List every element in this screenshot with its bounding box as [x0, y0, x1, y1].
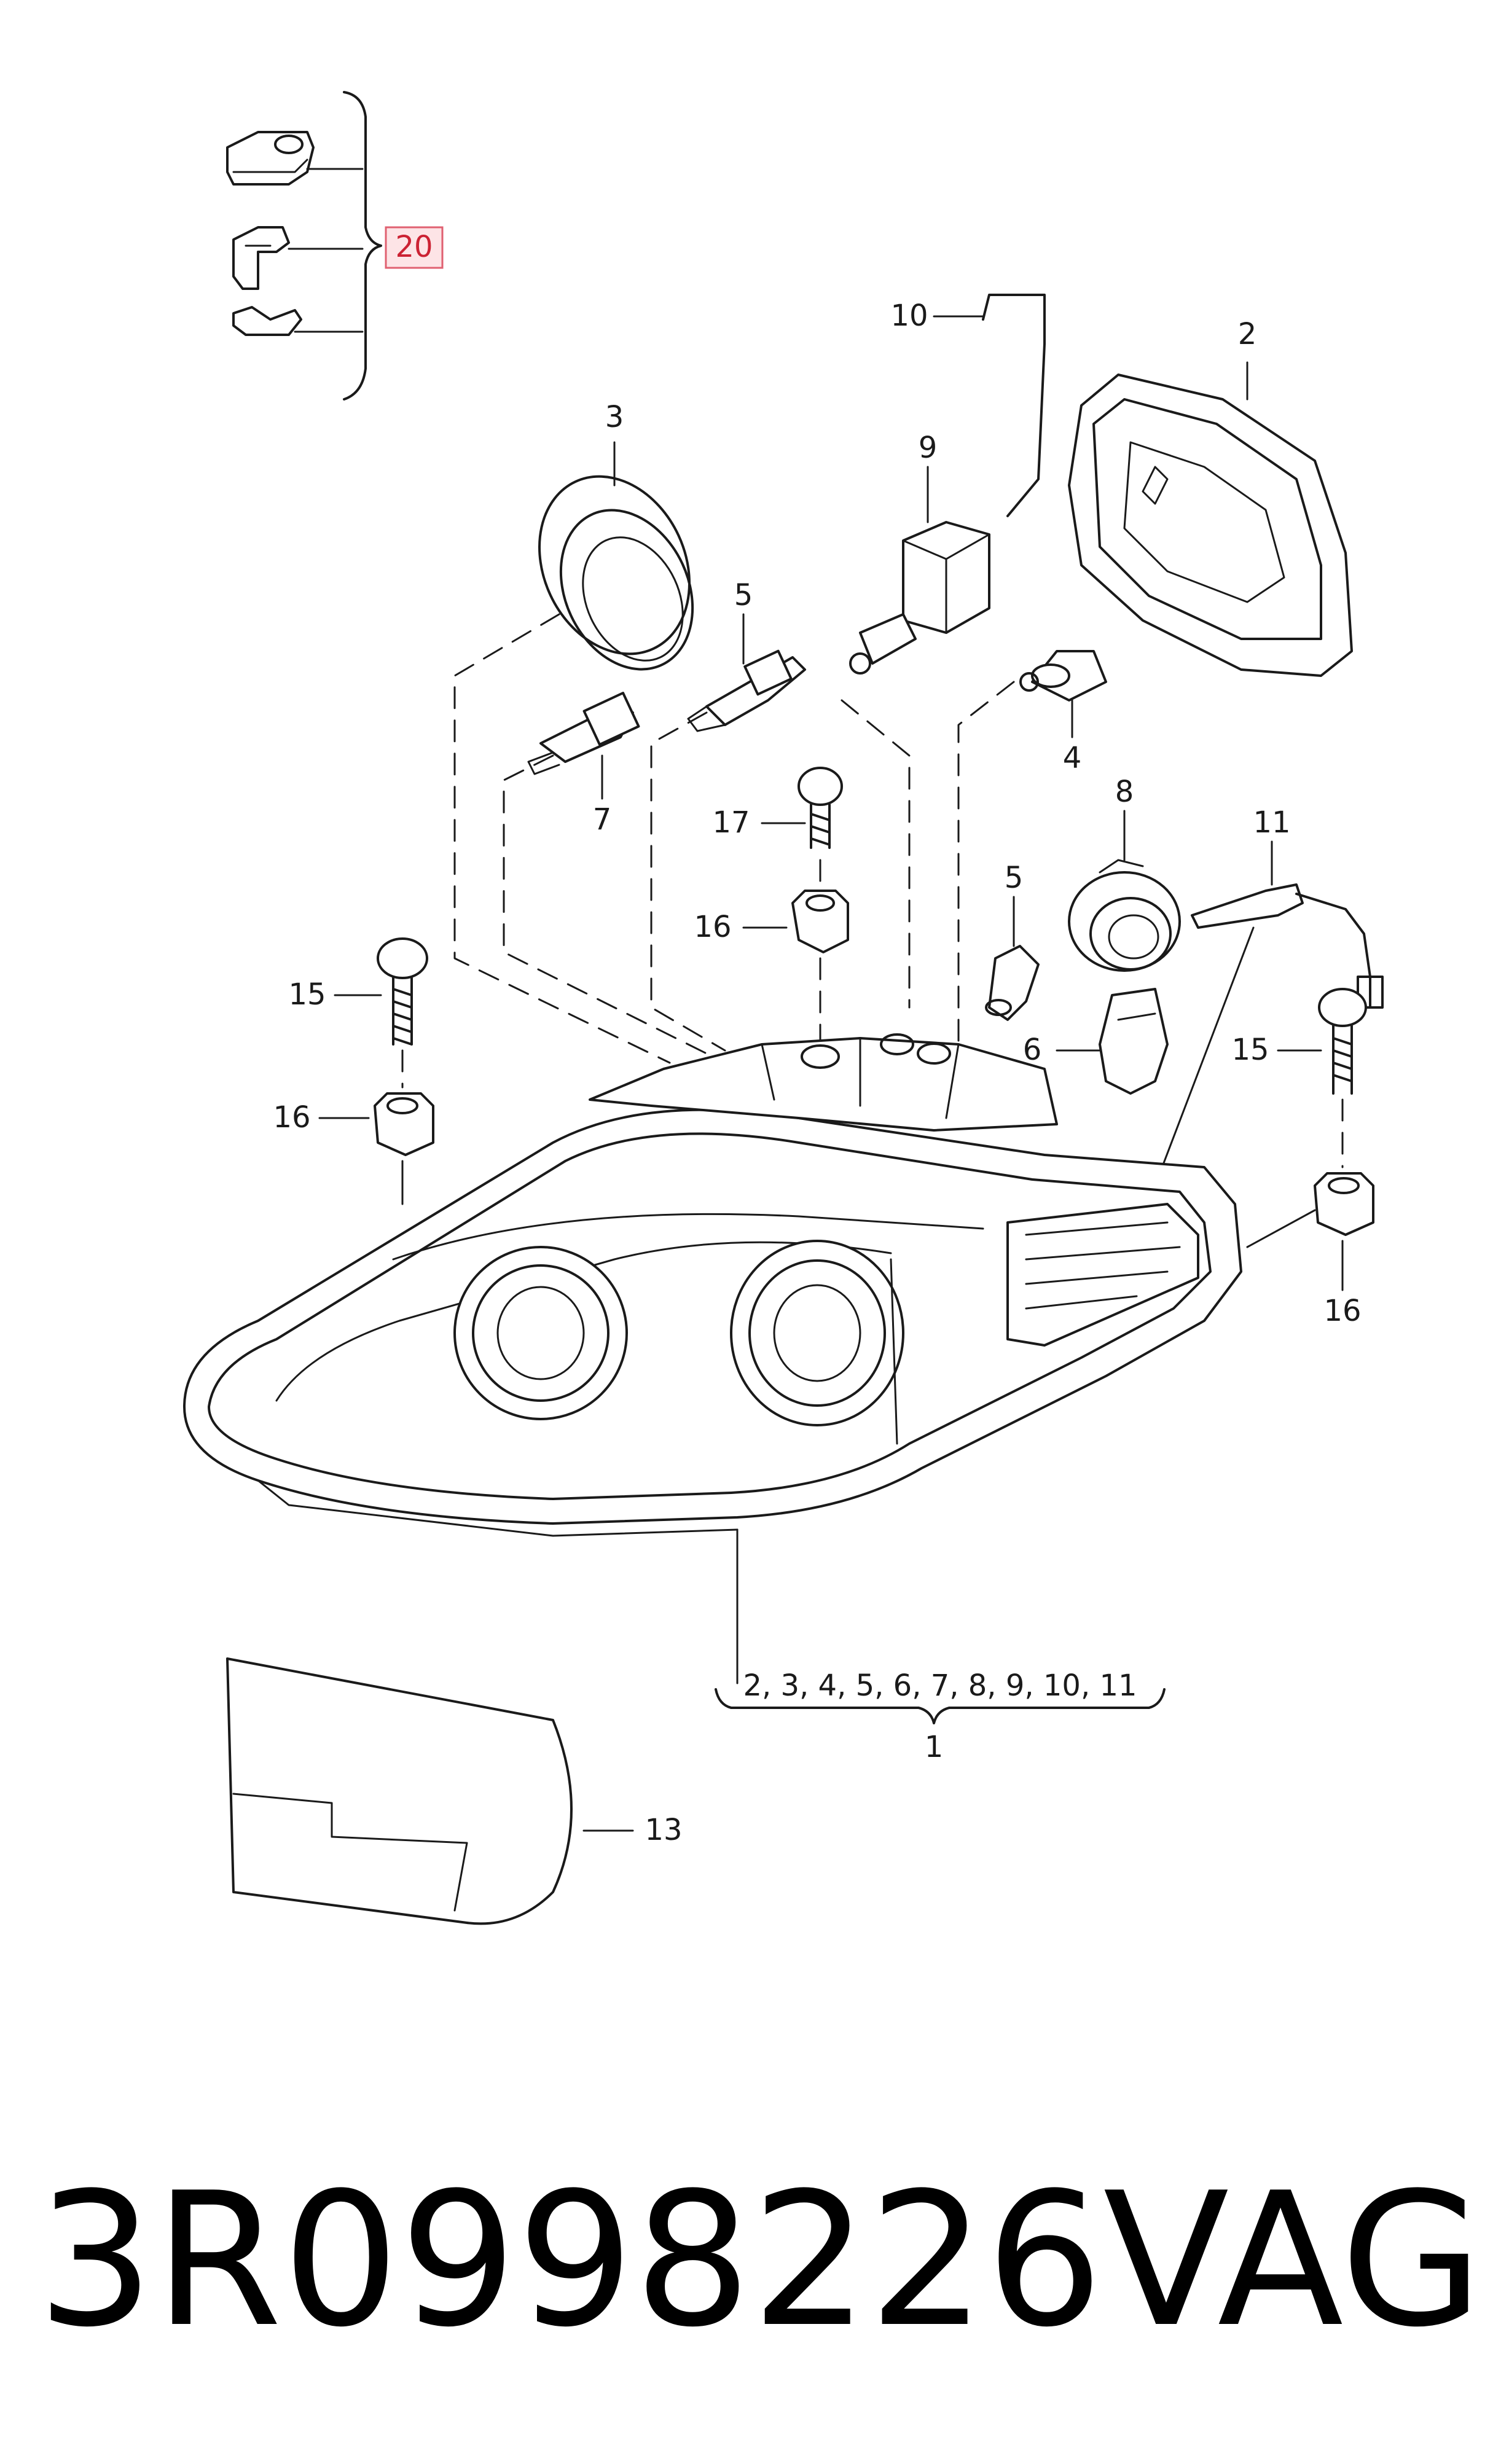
- part-11-strip: 11: [1191, 805, 1384, 1009]
- callout-1: 1: [925, 1730, 944, 1764]
- caption-bar: 3R0998226 VAG: [37, 2150, 1483, 2371]
- callout-16-mid: 16: [694, 910, 731, 944]
- callout-20-highlight: [385, 226, 444, 269]
- group-brace-1: 2, 3, 4, 5, 6, 7, 8, 9, 10, 11 1: [715, 1668, 1166, 1764]
- callout-8: 8: [1115, 775, 1134, 809]
- part-5-bulb-top: 5: [687, 578, 806, 732]
- bracket-part-c: [232, 306, 302, 336]
- part-9-actuator: 9: [849, 431, 990, 675]
- part-6-bulb: 6: [1023, 988, 1169, 1095]
- callout-7: 7: [593, 802, 612, 837]
- assembly-dash-lines: [401, 613, 1344, 1248]
- part-15-screw-left: 15: [288, 937, 428, 1046]
- callout-5-mid: 5: [1005, 861, 1024, 895]
- callout-16-left: 16: [273, 1100, 310, 1135]
- part-8-socket: 8: [1068, 775, 1181, 972]
- part-1-headlight-assembly: [183, 1033, 1242, 1684]
- part-2-housing-cover: 2: [1068, 317, 1353, 677]
- callout-15-left: 15: [288, 977, 326, 1012]
- brand-name: VAG: [1103, 2153, 1483, 2368]
- callout-3: 3: [605, 400, 624, 434]
- part-16-clip-right: 16: [1314, 1172, 1374, 1328]
- part-10-wire: 10: [890, 294, 1046, 517]
- callout-11: 11: [1253, 805, 1290, 840]
- callout-6: 6: [1023, 1033, 1042, 1067]
- group-brace-20: [343, 91, 382, 401]
- part-17-screw: 17: [712, 767, 843, 849]
- callout-4: 4: [1063, 741, 1082, 775]
- callout-15-right: 15: [1231, 1033, 1269, 1067]
- callout-9: 9: [919, 431, 938, 465]
- part-13-film: 13: [226, 1657, 683, 1925]
- callout-16-right: 16: [1323, 1294, 1361, 1328]
- bracket-part-a: [226, 131, 315, 186]
- callout-13: 13: [645, 1813, 682, 1847]
- part-7-bulb: 7: [527, 692, 640, 837]
- part-16-clip-left: 16: [273, 1092, 434, 1156]
- part-3-ring: 3: [538, 400, 694, 671]
- callout-20: 20: [395, 230, 433, 264]
- part-5-bulb-mid: 5: [985, 861, 1040, 1021]
- part-15-screw-right: 15: [1231, 988, 1367, 1095]
- exploded-parts-diagram: 20 3 7 5 9 10: [183, 91, 1384, 1925]
- callout-1-group: 2, 3, 4, 5, 6, 7, 8, 9, 10, 11: [743, 1668, 1137, 1703]
- bracket-group-20: 20: [226, 91, 444, 401]
- bracket-part-b: [232, 226, 290, 290]
- callout-5-top: 5: [734, 578, 753, 612]
- part-number: 3R0998226: [37, 2153, 1103, 2368]
- callout-17: 17: [712, 805, 750, 840]
- callout-2: 2: [1238, 317, 1257, 351]
- part-4-bulb: 4: [1019, 650, 1107, 775]
- part-16-clip-mid: 16: [694, 890, 849, 953]
- callout-10: 10: [890, 299, 928, 333]
